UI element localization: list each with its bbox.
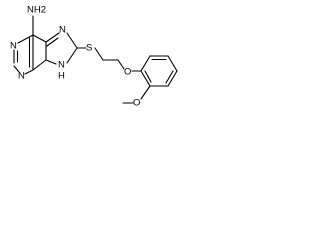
bond-ar-ome — [140, 85, 151, 100]
bond-n9-c4 — [45, 59, 57, 65]
bond-c8-n9 — [66, 47, 78, 64]
atom-n9: N — [58, 60, 65, 71]
atom-methoxy-oxygen: O — [133, 98, 140, 109]
bond-c4-link — [32, 59, 47, 71]
bond-c2-n3 — [13, 65, 20, 73]
bond-c5-c6 — [32, 34, 47, 43]
bond-s-ch2 — [94, 47, 104, 61]
atom-amine: NH2 — [27, 5, 46, 16]
bonds — [13, 15, 178, 104]
bond-ar1 — [140, 55, 151, 72]
atom-n3: N — [18, 71, 25, 82]
bond-ar4-inner — [165, 70, 174, 84]
bond-ar4 — [167, 70, 178, 87]
atom-labels: NH2 N N N N H S O O — [10, 5, 140, 109]
bond-ar6 — [140, 70, 151, 87]
bond-n3-c4 — [24, 69, 34, 75]
bond-n7-c8 — [66, 32, 78, 49]
bond-c5-n7 — [45, 32, 60, 43]
bond-ar3 — [167, 55, 178, 72]
chemical-structure: NH2 N N N N H S O O — [10, 5, 178, 109]
atom-n9-hydrogen: H — [58, 71, 65, 82]
bond-ch2-o — [117, 59, 125, 70]
bond-c5-n7-inner — [46, 37, 59, 47]
atom-n1: N — [10, 41, 17, 52]
atom-ether-oxygen: O — [124, 67, 131, 78]
bond-c6-n1 — [17, 34, 34, 44]
atom-sulfur: S — [86, 43, 92, 54]
bond-ar6-inner — [144, 70, 152, 83]
atom-n7: N — [59, 25, 66, 36]
